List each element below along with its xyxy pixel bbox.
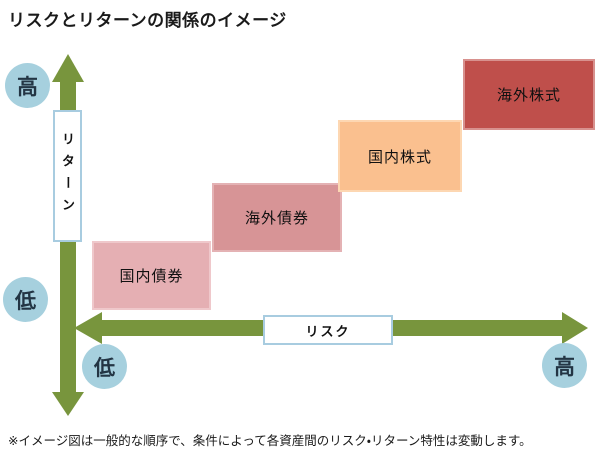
footnote: ※イメージ図は一般的な順序で、条件によって各資産間のリスク・リターン特性は変動し… <box>8 434 532 448</box>
y-axis-low-badge: 低 <box>3 277 48 322</box>
y-axis-arrowhead-up-icon <box>52 54 84 82</box>
x-axis-high-badge: 高 <box>542 343 587 388</box>
y-axis-arrowhead-down-icon <box>52 392 84 416</box>
asset-box-foreign-bonds: 海外債券 <box>212 183 342 252</box>
y-axis-label: リターン <box>53 110 82 242</box>
x-axis-arrowhead-right-icon <box>562 312 588 344</box>
asset-box-foreign-stocks: 海外株式 <box>463 59 595 130</box>
asset-box-domestic-stocks: 国内株式 <box>338 120 462 192</box>
page-title: リスクとリターンの関係のイメージ <box>8 11 287 30</box>
x-axis-arrowhead-left-icon <box>74 312 102 344</box>
y-axis-high-badge: 高 <box>5 63 50 108</box>
asset-box-domestic-bonds: 国内債券 <box>92 241 211 310</box>
x-axis-label: リスク <box>263 315 393 345</box>
x-axis-low-badge: 低 <box>82 344 127 389</box>
